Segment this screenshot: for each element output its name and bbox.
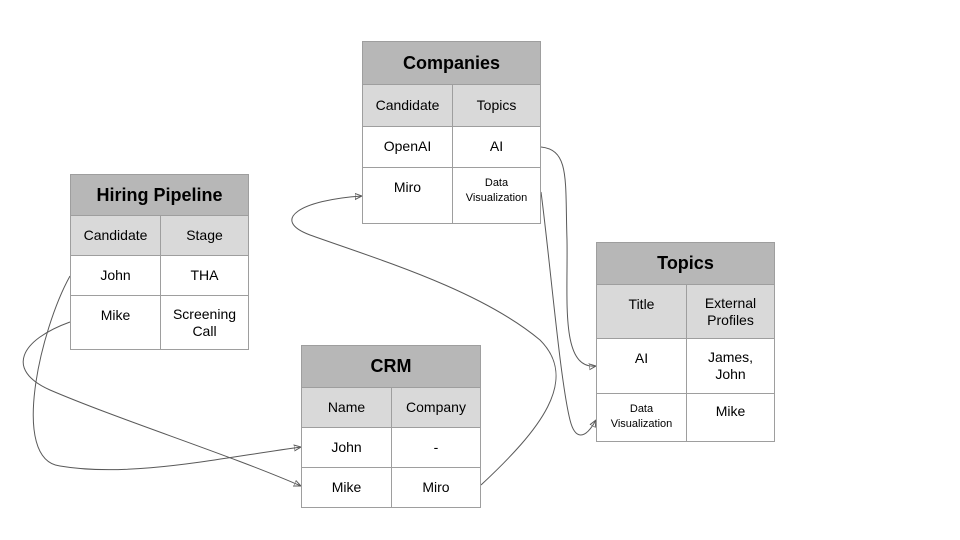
table-row: Mike Screening Call xyxy=(70,295,249,350)
cell-text: AI xyxy=(634,350,649,366)
hiring-pipeline-table: Hiring Pipeline Candidate Stage John THA… xyxy=(70,174,249,350)
table-row: Miro Data Visualization xyxy=(362,167,541,224)
table-cell[interactable]: Data Visualization xyxy=(452,167,541,224)
table-row: John - xyxy=(301,427,481,468)
table-cell[interactable]: James, John xyxy=(686,338,775,394)
table-title: Companies xyxy=(362,41,541,85)
table-row: John THA xyxy=(70,255,249,296)
cell-text: James, John xyxy=(707,349,754,382)
cell-text: OpenAI xyxy=(383,138,432,154)
table-cell[interactable]: Screening Call xyxy=(160,295,249,350)
table-cell[interactable]: AI xyxy=(596,338,687,394)
cell-text: Miro xyxy=(393,179,422,195)
table-cell[interactable]: AI xyxy=(452,126,541,168)
column-header: Title xyxy=(596,284,687,339)
table-cell[interactable]: John xyxy=(301,427,392,468)
column-header: Name xyxy=(301,387,392,428)
column-header: External Profiles xyxy=(686,284,775,339)
table-title: CRM xyxy=(301,345,481,388)
table-cell[interactable]: Miro xyxy=(362,167,453,224)
cell-text: Mike xyxy=(100,307,131,323)
link-companies-ai-to-topics-ai[interactable] xyxy=(540,146,596,366)
table-cell[interactable]: Mike xyxy=(70,295,161,350)
cell-text: John xyxy=(100,267,131,283)
column-header: Candidate xyxy=(362,84,453,127)
topics-table: Topics Title External Profiles AI James,… xyxy=(596,242,775,442)
column-header: Company xyxy=(391,387,481,428)
column-header: Stage xyxy=(160,215,249,256)
table-row: OpenAI AI xyxy=(362,126,541,168)
table-title: Topics xyxy=(596,242,775,285)
table-cell[interactable]: THA xyxy=(160,255,249,296)
cell-text: THA xyxy=(190,267,219,283)
cell-text: Data Visualization xyxy=(465,177,528,204)
column-header: Topics xyxy=(452,84,541,127)
header-text: Title xyxy=(628,296,655,312)
table-row: AI James, John xyxy=(596,338,775,394)
table-title: Hiring Pipeline xyxy=(70,174,249,216)
cell-text: AI xyxy=(489,138,504,154)
table-cell[interactable]: Data Visualization xyxy=(596,393,687,442)
crm-table: CRM Name Company John - Mike Miro xyxy=(301,345,481,508)
companies-table: Companies Candidate Topics OpenAI AI Mir… xyxy=(362,41,541,224)
table-cell[interactable]: OpenAI xyxy=(362,126,453,168)
cell-text: Mike xyxy=(715,403,746,419)
table-cell[interactable]: - xyxy=(391,427,481,468)
header-text: External Profiles xyxy=(704,295,757,328)
table-cell[interactable]: Mike xyxy=(301,467,392,508)
table-cell[interactable]: John xyxy=(70,255,161,296)
cell-text: Data Visualization xyxy=(610,403,673,430)
table-cell[interactable]: Miro xyxy=(391,467,481,508)
table-row: Mike Miro xyxy=(301,467,481,508)
column-header: Candidate xyxy=(70,215,161,256)
table-cell[interactable]: Mike xyxy=(686,393,775,442)
cell-text: Screening Call xyxy=(172,306,237,339)
link-companies-dataviz-to-topics-dataviz[interactable] xyxy=(540,191,596,436)
table-row: Data Visualization Mike xyxy=(596,393,775,442)
